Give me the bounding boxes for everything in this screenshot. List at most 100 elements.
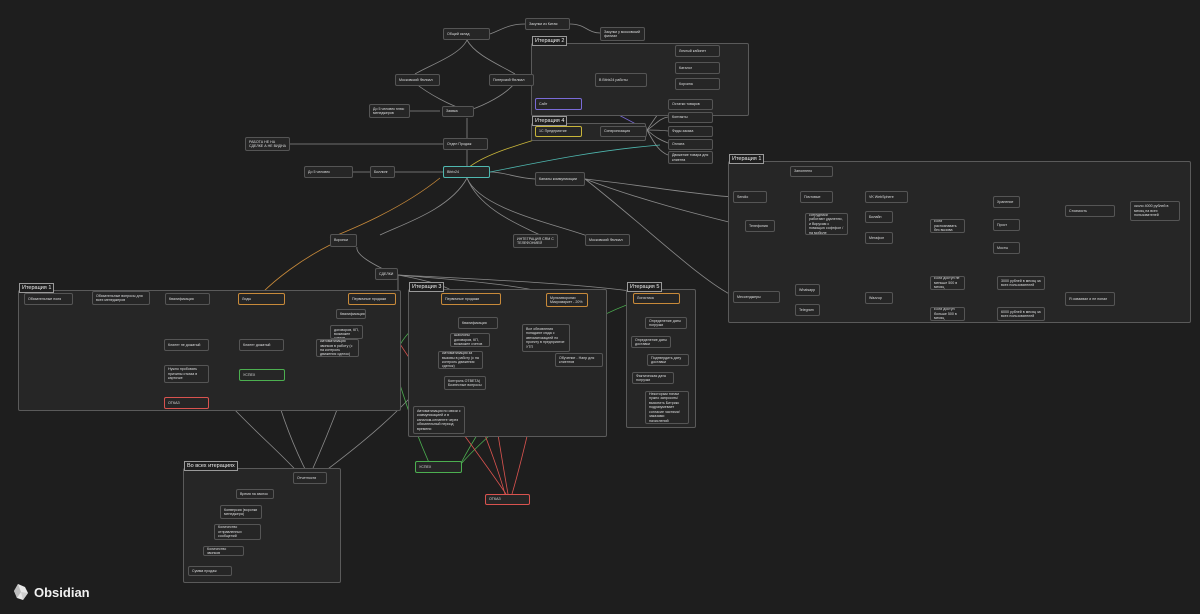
canvas-card[interactable]: Автоматизация за вызовы в работу (с на к… [438, 351, 483, 369]
canvas-card[interactable]: Отчетности [293, 472, 327, 484]
group-label: Во всех итерациях [184, 461, 238, 472]
canvas-card[interactable]: Почтовые [800, 191, 833, 203]
canvas-card[interactable]: Заявка [442, 106, 474, 117]
canvas-card[interactable]: Каналы коммуникации [535, 172, 585, 186]
canvas-card[interactable]: Мессенджеры [733, 291, 780, 303]
canvas-card[interactable]: Sendio [733, 191, 767, 203]
canvas-card[interactable]: Клиент дожатый [239, 339, 284, 351]
canvas-card-green[interactable]: УСПЕХ [415, 461, 462, 473]
canvas-card[interactable]: Сумма продаж [188, 566, 232, 576]
canvas-card[interactable]: Клиент не дожатый [164, 339, 209, 351]
canvas-card-orange[interactable]: Логистика [633, 293, 680, 304]
canvas-card[interactable]: Telegram [795, 304, 820, 316]
canvas-card[interactable]: Время на звонок [236, 489, 274, 499]
canvas-card[interactable]: Биллинг [370, 166, 395, 178]
canvas-card[interactable]: Whatsapp [795, 284, 820, 296]
canvas-card[interactable]: Обучение - Напр для клиентов [555, 353, 603, 367]
canvas-card[interactable]: Личный кабинет [675, 45, 720, 57]
canvas-card[interactable]: Телефония [745, 220, 775, 232]
canvas-card[interactable]: VK WebSphere [865, 191, 908, 203]
canvas-card[interactable]: 3000 рублей в месяц за всех пользователе… [997, 276, 1045, 290]
canvas-card[interactable]: Московский Филиал [395, 74, 440, 86]
group-all-iterations[interactable]: Во всех итерациях [183, 461, 341, 583]
canvas-card-red[interactable]: ОТКАЗ [164, 397, 209, 409]
canvas-card[interactable]: Обязательные вопросы для всех менеджеров [92, 291, 150, 305]
obsidian-logo-icon [14, 584, 28, 600]
canvas-card[interactable]: Закупки у московский филиал [600, 27, 645, 41]
canvas-card-orange[interactable]: Лиды [238, 293, 285, 305]
canvas-card-orange[interactable]: Первичные продажи [348, 293, 396, 305]
canvas-card[interactable]: Нужно пробовать причины отказа в карточк… [164, 365, 209, 383]
canvas-card[interactable]: Московский Филиал [585, 234, 630, 246]
canvas-card[interactable]: Фиды заказа [668, 126, 713, 137]
canvas-card[interactable]: Автоматизация звонков в работу (с на кон… [316, 339, 359, 357]
canvas-card[interactable]: Количество звонков [203, 546, 244, 556]
canvas-card-yellow[interactable]: 1С Предприятие [535, 126, 582, 137]
canvas-card-green[interactable]: УСПЕХ [239, 369, 285, 381]
group-label: Итерация 3 [409, 282, 445, 293]
obsidian-logo: Obsidian [14, 584, 90, 600]
canvas-card[interactable]: Заполнено [790, 166, 833, 177]
canvas-card[interactable]: около 4000 рублей в месяц на всех пользо… [1130, 201, 1180, 221]
canvas-card[interactable]: Подтвердить дату доставки [647, 354, 689, 366]
canvas-card[interactable]: Стоимость [1065, 205, 1115, 217]
canvas-card[interactable]: Закупки из Китая [525, 18, 570, 30]
canvas-card[interactable]: Отдел Продаж [443, 138, 488, 150]
canvas-card[interactable]: ИНТЕГРАЦИЯ CRM С ТЕЛЕФОНИЕЙ [513, 234, 558, 248]
group-label: Итерация 5 [627, 282, 663, 293]
canvas-card[interactable]: Шаблоны договоров, КП, возможен счетов [450, 333, 490, 347]
canvas-card[interactable]: Оплата [668, 139, 713, 150]
canvas-card[interactable]: Я осваивал и не попал [1065, 292, 1115, 306]
canvas-card[interactable]: Wazzup [865, 292, 893, 304]
canvas-card[interactable]: Корзина [675, 78, 720, 90]
canvas-card[interactable]: РАБОТА НЕ НА СДЕЛКЕ А НЕ ВИДНА [245, 137, 290, 151]
canvas-card[interactable]: Контакты [668, 112, 713, 123]
canvas-card[interactable]: Если распознавать без вызова [930, 219, 965, 233]
canvas-card[interactable]: Определение даты погрузки [645, 317, 687, 329]
canvas-card[interactable]: Квалификация [165, 293, 210, 305]
canvas-card-purple[interactable]: Сайт [535, 98, 582, 110]
canvas-card[interactable]: Синхронизация [600, 126, 647, 137]
canvas-card[interactable]: Контроль ОТВЕТА) Бизнесные вопросы [444, 376, 486, 390]
group-label: Итерация 1 [19, 283, 55, 294]
canvas-card[interactable]: До 5 человек плюс менеджеров [369, 104, 410, 118]
canvas-card[interactable]: Остатки товаров [668, 99, 713, 110]
canvas-card[interactable]: СДЕЛКИ [375, 268, 398, 280]
canvas-card-orange[interactable]: Мультиворонки Микромаркет - 20% [546, 293, 588, 307]
canvas-card[interactable]: Мосты [993, 242, 1020, 254]
canvas-card[interactable]: Если доступ не меньше 500 в месяц [930, 276, 965, 290]
canvas-card[interactable]: 6000 рублей в месяц за всех пользователе… [997, 307, 1045, 321]
canvas-card[interactable]: Мегафон [865, 232, 893, 244]
canvas-card[interactable]: В Bitrix24 работы [595, 73, 647, 87]
canvas-card[interactable]: Определение даты доставки [631, 336, 671, 348]
canvas-card-teal[interactable]: Bitrix24 [443, 166, 490, 178]
canvas-card[interactable]: Все обновления попадают сюда с автоматиз… [522, 324, 570, 352]
group-label: Итерация 2 [532, 36, 568, 47]
canvas-card[interactable]: Каталог [675, 62, 720, 74]
canvas-card[interactable]: Движение товара для клиента [668, 151, 713, 164]
group-label: Итерация 1 [729, 154, 765, 165]
canvas-card[interactable]: Квалификация [336, 309, 366, 319]
canvas-card[interactable]: До 5 человек [304, 166, 353, 178]
canvas-card[interactable]: Автоматизация по связи с коммуникацией и… [413, 406, 465, 434]
canvas-card-red[interactable]: ОТКАЗ [485, 494, 530, 505]
canvas-card[interactable]: Конверсия (воронки менеджера) [220, 505, 262, 519]
canvas-card[interactable]: Воронки [330, 234, 357, 247]
canvas-card[interactable]: Обязательные поля [24, 293, 73, 305]
canvas-card[interactable]: Шаблоны договоров, КП, возможен счетов [330, 325, 363, 339]
canvas-card[interactable]: Питерский Филиал [489, 74, 534, 86]
canvas-card[interactable]: Если доступ больше 500 в месяц [930, 307, 965, 321]
canvas-card[interactable]: Квалификация [458, 317, 498, 329]
group-iteration-1-channels[interactable]: Итерация 1 [728, 154, 1191, 323]
canvas-card[interactable]: Общий склад [443, 28, 490, 40]
canvas-card[interactable]: Хранение [993, 196, 1020, 208]
canvas-card[interactable]: Некоторым типам нужно запросить/выяснить… [645, 391, 689, 424]
canvas-card[interactable]: Прост [993, 219, 1020, 231]
canvas-card[interactable]: Количество отправленных сообщений [214, 524, 261, 540]
canvas-card[interactable]: сотрудники работают удаленно, и Вирусам … [805, 213, 848, 235]
canvas-card[interactable]: Билайн [865, 211, 893, 223]
app-name: Obsidian [34, 584, 90, 600]
canvas-card-orange[interactable]: Первичные продажи [441, 293, 501, 305]
canvas-card[interactable]: Фактическая дата погрузки [632, 372, 674, 384]
